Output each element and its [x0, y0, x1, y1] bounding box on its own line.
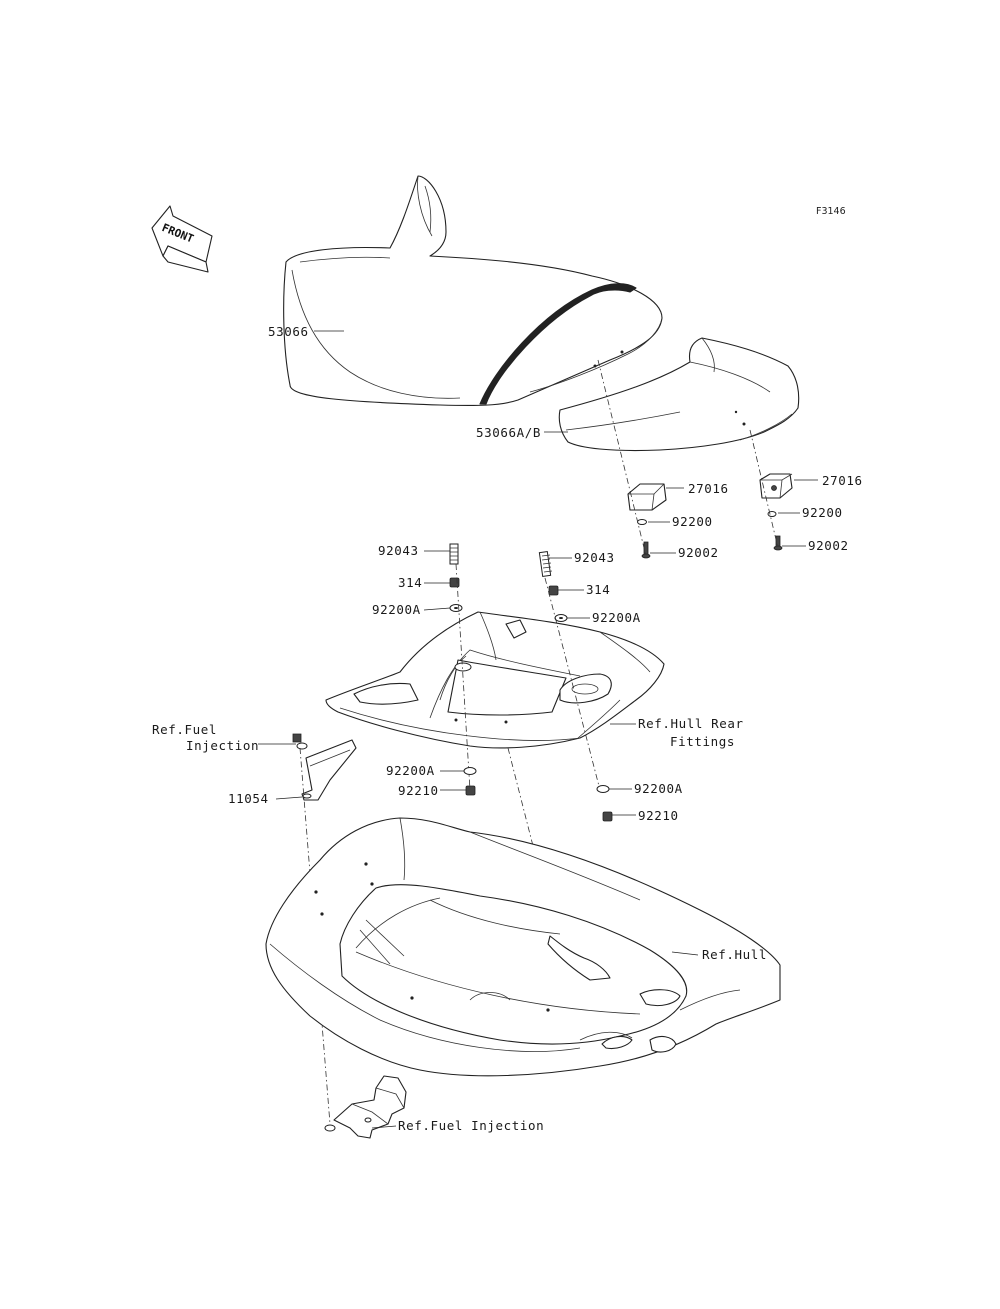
label-27016-right: 27016	[822, 473, 863, 488]
label-92200a-upper-right: 92200A	[592, 610, 641, 625]
part-314-right	[548, 585, 559, 596]
label-92200a-lower-right: 92200A	[634, 781, 683, 796]
washer-92200a-upper-right	[554, 614, 568, 622]
hull	[265, 817, 781, 1077]
label-92200a-upper-left: 92200A	[372, 602, 421, 617]
part-314-left	[449, 577, 460, 588]
label-27016-left: 27016	[688, 481, 729, 496]
label-92200a-lower-left: 92200A	[386, 763, 435, 778]
rear-seat	[558, 337, 800, 452]
label-hull-rear-fittings-2: Fittings	[670, 734, 735, 749]
label-314-right: 314	[586, 582, 610, 597]
label-11054: 11054	[228, 791, 269, 806]
washer-92200-left	[637, 519, 647, 525]
front-seat	[283, 175, 663, 407]
label-92002-left: 92002	[678, 545, 719, 560]
label-92210-lower-right: 92210	[638, 808, 679, 823]
label-fuel-injection-bottom: Ref.Fuel Injection	[398, 1118, 544, 1133]
nut-92210-lower-right	[602, 811, 613, 822]
washer-92200a-lower-left	[463, 767, 477, 775]
fuel-injection-bracket-bottom	[324, 1075, 407, 1139]
label-92210-lower-left: 92210	[398, 783, 439, 798]
label-314-left: 314	[398, 575, 422, 590]
label-92200-right: 92200	[802, 505, 843, 520]
label-fuel-injection-top-1: Ref.Fuel	[152, 722, 217, 737]
label-92002-right: 92002	[808, 538, 849, 553]
seat-hook-left	[627, 483, 667, 511]
label-ref-hull: Ref.Hull	[702, 947, 767, 962]
label-53066: 53066	[268, 324, 309, 339]
stud-92043-left	[449, 543, 459, 565]
label-92043-left: 92043	[378, 543, 419, 558]
label-hull-rear-fittings-1: Ref.Hull Rear	[638, 716, 744, 731]
figure-code: F3146	[816, 206, 846, 217]
stud-92043-right	[538, 550, 553, 578]
washer-92200a-upper-left	[449, 604, 463, 612]
bolt-92002-left	[641, 541, 651, 559]
front-arrow-icon: FRONT	[151, 205, 213, 273]
nut-92210-lower-left	[465, 785, 476, 796]
label-92043-right: 92043	[574, 550, 615, 565]
label-fuel-injection-top-2: Injection	[186, 738, 259, 753]
bracket-11054	[301, 739, 357, 801]
bolt-92002-right	[773, 535, 783, 551]
fuel-injection-bolt-top	[292, 733, 308, 750]
seat-hook-right	[759, 473, 793, 499]
leader-lines	[258, 330, 818, 1129]
hull-rear-fittings	[325, 611, 665, 749]
label-92200-left: 92200	[672, 514, 713, 529]
label-53066ab: 53066A/B	[476, 425, 541, 440]
washer-92200a-lower-right	[596, 785, 610, 793]
